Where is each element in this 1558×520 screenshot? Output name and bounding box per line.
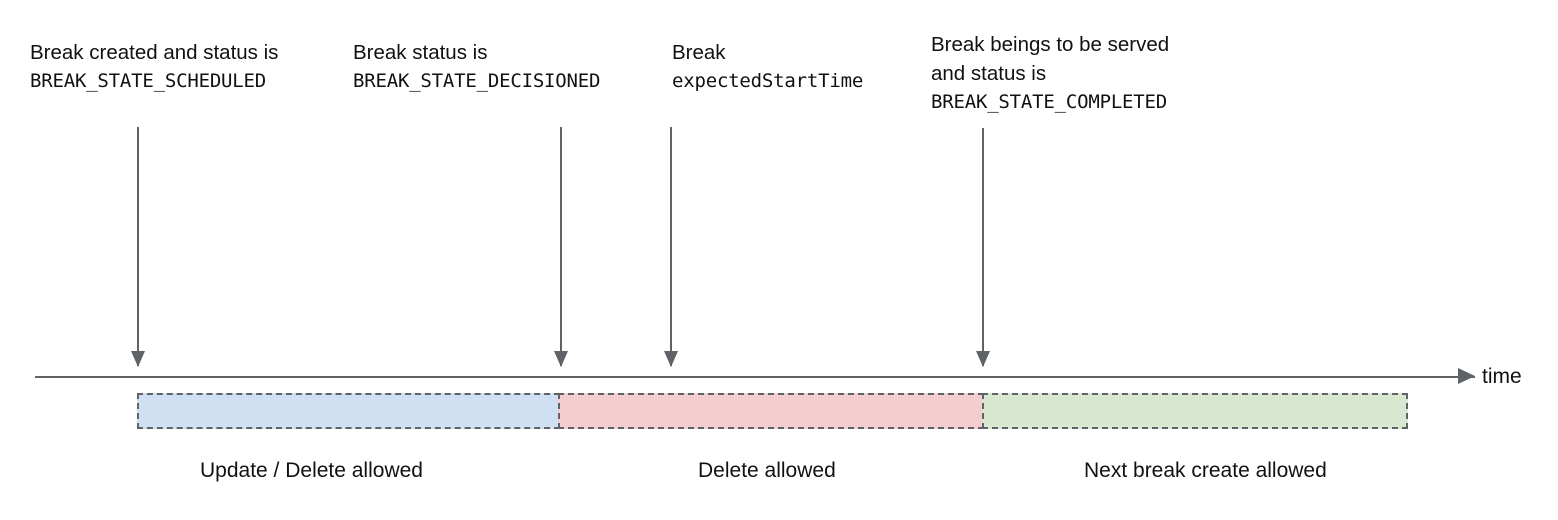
phase-caption-decisioned: Delete allowed [698, 459, 836, 482]
annotation-break-created: Break created and status is BREAK_STATE_… [30, 38, 278, 96]
annotation-break-decisioned: Break status is BREAK_STATE_DECISIONED [353, 38, 600, 96]
arrow-shaft [560, 127, 562, 366]
marker-arrow-break-completed-icon [975, 128, 991, 367]
annotation-line-constant: expectedStartTime [672, 70, 864, 92]
annotation-line: Break status is [353, 41, 488, 64]
annotation-line: Break beings to be served [931, 33, 1170, 56]
arrow-head-down-icon [131, 351, 145, 367]
annotation-line: Break created and status is [30, 41, 279, 64]
phase-segment-scheduled [137, 393, 560, 429]
annotation-line: Break [672, 41, 726, 64]
marker-arrow-break-created-icon [130, 127, 146, 367]
arrow-shaft [137, 127, 139, 366]
marker-arrow-break-decisioned-icon [553, 127, 569, 367]
time-axis-label: time [1482, 365, 1522, 388]
arrow-shaft [670, 127, 672, 366]
arrow-shaft [982, 128, 984, 366]
annotation-line: and status is [931, 62, 1047, 85]
annotation-line-constant: BREAK_STATE_SCHEDULED [30, 70, 267, 92]
time-axis-line [35, 376, 1475, 378]
annotation-break-completed: Break beings to be served and status is … [931, 30, 1169, 117]
arrow-head-right-icon [1458, 368, 1475, 384]
arrow-head-down-icon [554, 351, 568, 367]
phase-segment-decisioned [558, 393, 984, 429]
phase-segment-completed [982, 393, 1408, 429]
annotation-line-constant: BREAK_STATE_COMPLETED [931, 91, 1168, 113]
marker-arrow-break-expected-start-icon [663, 127, 679, 367]
phase-bar [137, 393, 1408, 429]
phase-caption-scheduled: Update / Delete allowed [200, 459, 423, 482]
annotation-break-expected-start: Break expectedStartTime [672, 38, 863, 96]
phase-caption-completed: Next break create allowed [1084, 459, 1327, 482]
arrow-head-down-icon [976, 351, 990, 367]
annotation-line-constant: BREAK_STATE_DECISIONED [353, 70, 601, 92]
arrow-head-down-icon [664, 351, 678, 367]
